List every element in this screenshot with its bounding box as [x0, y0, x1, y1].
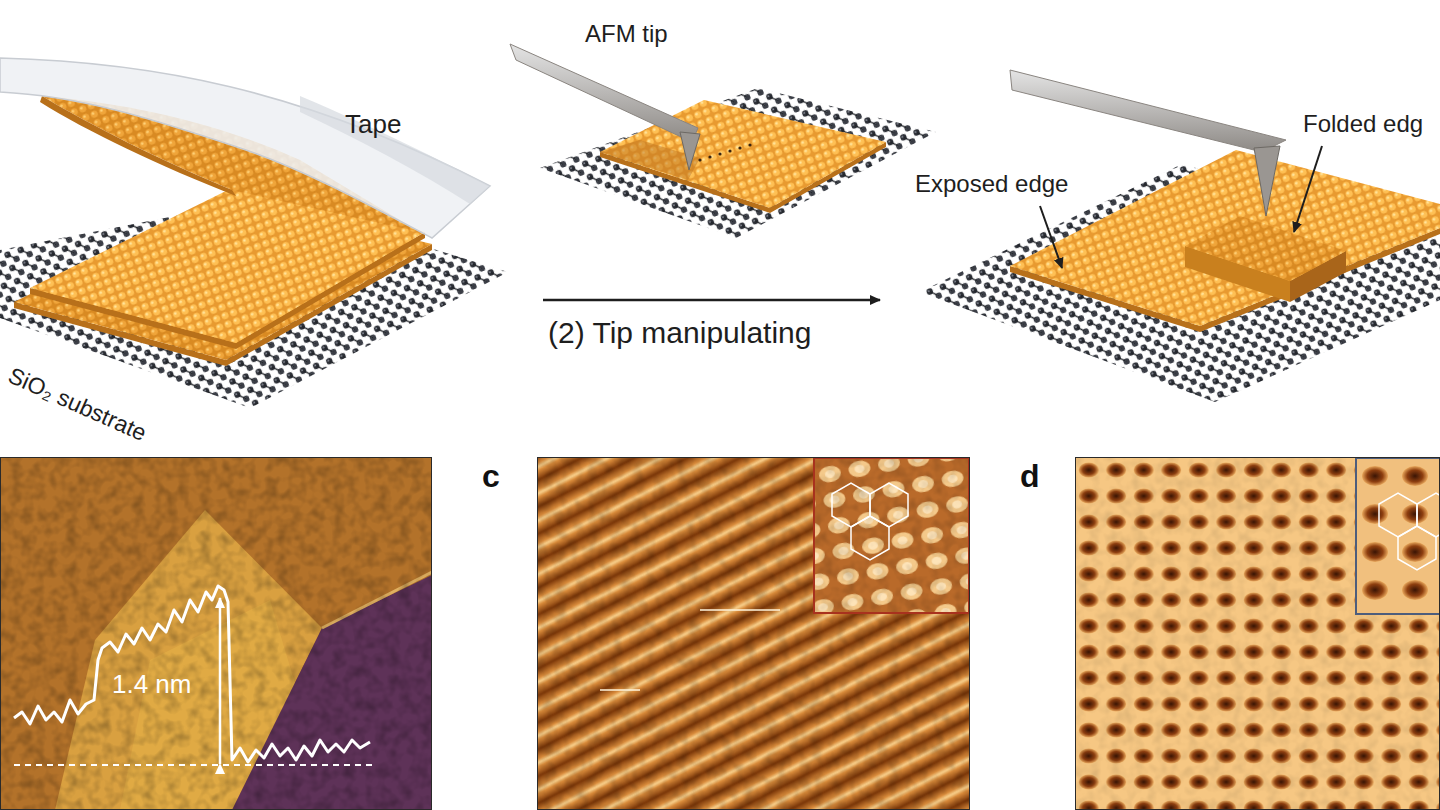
afm-tip — [1254, 146, 1280, 216]
stm-image-stripes — [537, 457, 970, 810]
panel-letter: d — [1020, 458, 1040, 495]
hexagon-overlay-part — [832, 483, 870, 527]
folded-block-top — [1185, 216, 1346, 281]
tip-start-illustration — [510, 44, 936, 238]
hexagon-overlay-part — [851, 516, 889, 560]
lattice-image — [1075, 457, 1440, 810]
image-noise — [537, 457, 970, 810]
scan-glitch — [700, 609, 780, 611]
stm-image-lattice — [1075, 457, 1440, 810]
leader-arrow — [1294, 146, 1322, 232]
substrate-lattice — [540, 88, 936, 238]
afm-tip — [680, 132, 700, 170]
image-noise — [1075, 457, 1440, 810]
height-profile — [14, 586, 370, 762]
inset-frame — [1356, 458, 1440, 614]
tape-fold-shade — [300, 96, 490, 204]
hexagon-overlay — [832, 483, 908, 560]
hexagon-overlay-part — [1379, 493, 1417, 537]
afm-height-image — [0, 457, 432, 810]
hexagon-overlay-part — [870, 483, 908, 527]
part-label: AFM tip — [585, 20, 668, 48]
panel-frame — [538, 458, 970, 810]
part-label: Tape — [345, 110, 401, 140]
inset-noise — [813, 457, 970, 614]
tape-sheet — [0, 58, 490, 238]
cantilever — [510, 44, 698, 142]
callout-label: Exposed edge — [915, 170, 1068, 198]
dimension-label: 1.4 nm — [112, 670, 192, 700]
hexagon-overlay — [1379, 493, 1440, 570]
inset-image — [813, 457, 970, 614]
step-label: (2) Tip manipulating — [548, 316, 811, 351]
hexagon-overlay-part — [1398, 526, 1436, 570]
gold-sheet — [1010, 150, 1440, 326]
inset-frame — [814, 458, 969, 613]
hexagon-overlay-part — [1417, 493, 1440, 537]
cantilever — [1010, 70, 1286, 152]
substrate-label: SiO₂ substrate — [4, 362, 150, 446]
scratch-dots — [698, 143, 751, 161]
leader-arrow — [1040, 206, 1062, 268]
baseline-dashed — [14, 764, 372, 766]
callout-label: Folded edg — [1303, 110, 1423, 138]
scan-glitch — [600, 689, 640, 691]
scratch-dots-part — [738, 146, 741, 149]
inset-image — [1355, 457, 1440, 615]
scratch-dots-part — [708, 155, 711, 158]
panel-frame — [1, 458, 432, 810]
scratch-dots-part — [718, 152, 721, 155]
image-noise — [0, 457, 432, 810]
folded-edge-illustration — [920, 70, 1440, 402]
process-arrow — [543, 299, 880, 302]
panel-letter: c — [482, 458, 500, 495]
scratch-dots-part — [698, 158, 701, 161]
scratch-dots-part — [728, 149, 731, 152]
image-ground — [0, 457, 432, 810]
scratch-dots-part — [748, 143, 751, 146]
stripe-image — [537, 457, 970, 810]
exfoliation-illustration — [0, 58, 508, 408]
height-arrow — [219, 598, 222, 764]
panel-frame — [1076, 458, 1440, 810]
